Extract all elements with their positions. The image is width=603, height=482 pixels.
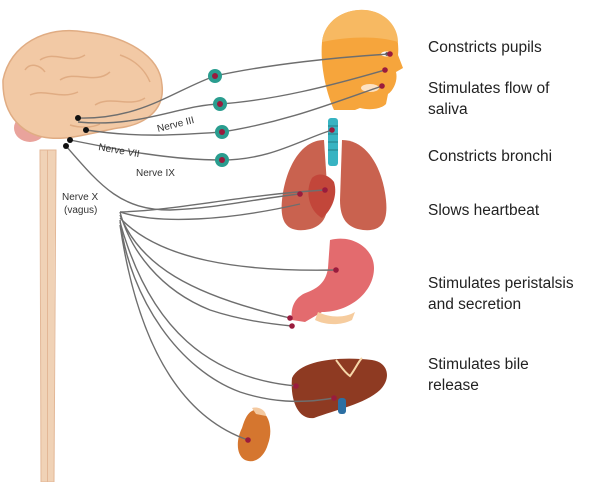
spinal-cord xyxy=(40,150,56,482)
effect-text: and secretion xyxy=(428,294,600,315)
effect-text: Stimulates bile xyxy=(428,354,600,375)
liver xyxy=(292,358,387,418)
nerve-label-vagus: (vagus) xyxy=(64,205,97,216)
effect-text: Constricts bronchi xyxy=(428,146,600,167)
effect-text: Slows heartbeat xyxy=(428,200,600,221)
effect-pupils: Constricts pupils xyxy=(428,37,600,58)
nerve-label-x: Nerve X xyxy=(62,192,98,203)
kidney xyxy=(238,407,270,461)
effect-bile: Stimulates bile release xyxy=(428,354,600,396)
nerve-label-iii: Nerve III xyxy=(156,115,195,135)
effect-bronchi: Constricts bronchi xyxy=(428,146,600,167)
effect-text: saliva xyxy=(428,99,600,120)
stomach xyxy=(292,239,374,325)
trachea xyxy=(328,118,338,166)
nerve-label-ix: Nerve IX xyxy=(136,168,175,179)
effect-text: Constricts pupils xyxy=(428,37,600,58)
effect-text: release xyxy=(428,375,600,396)
effect-peristalsis: Stimulates peristalsis and secretion xyxy=(428,273,600,315)
nerve-label-vii: Nerve VII xyxy=(97,142,140,160)
effect-text: Stimulates flow of xyxy=(428,78,600,99)
ganglia xyxy=(208,69,229,167)
brain xyxy=(3,31,162,142)
effect-text: Stimulates peristalsis xyxy=(428,273,600,294)
effect-saliva: Stimulates flow of saliva xyxy=(428,78,600,120)
face xyxy=(322,10,403,110)
effect-heartbeat: Slows heartbeat xyxy=(428,200,600,221)
